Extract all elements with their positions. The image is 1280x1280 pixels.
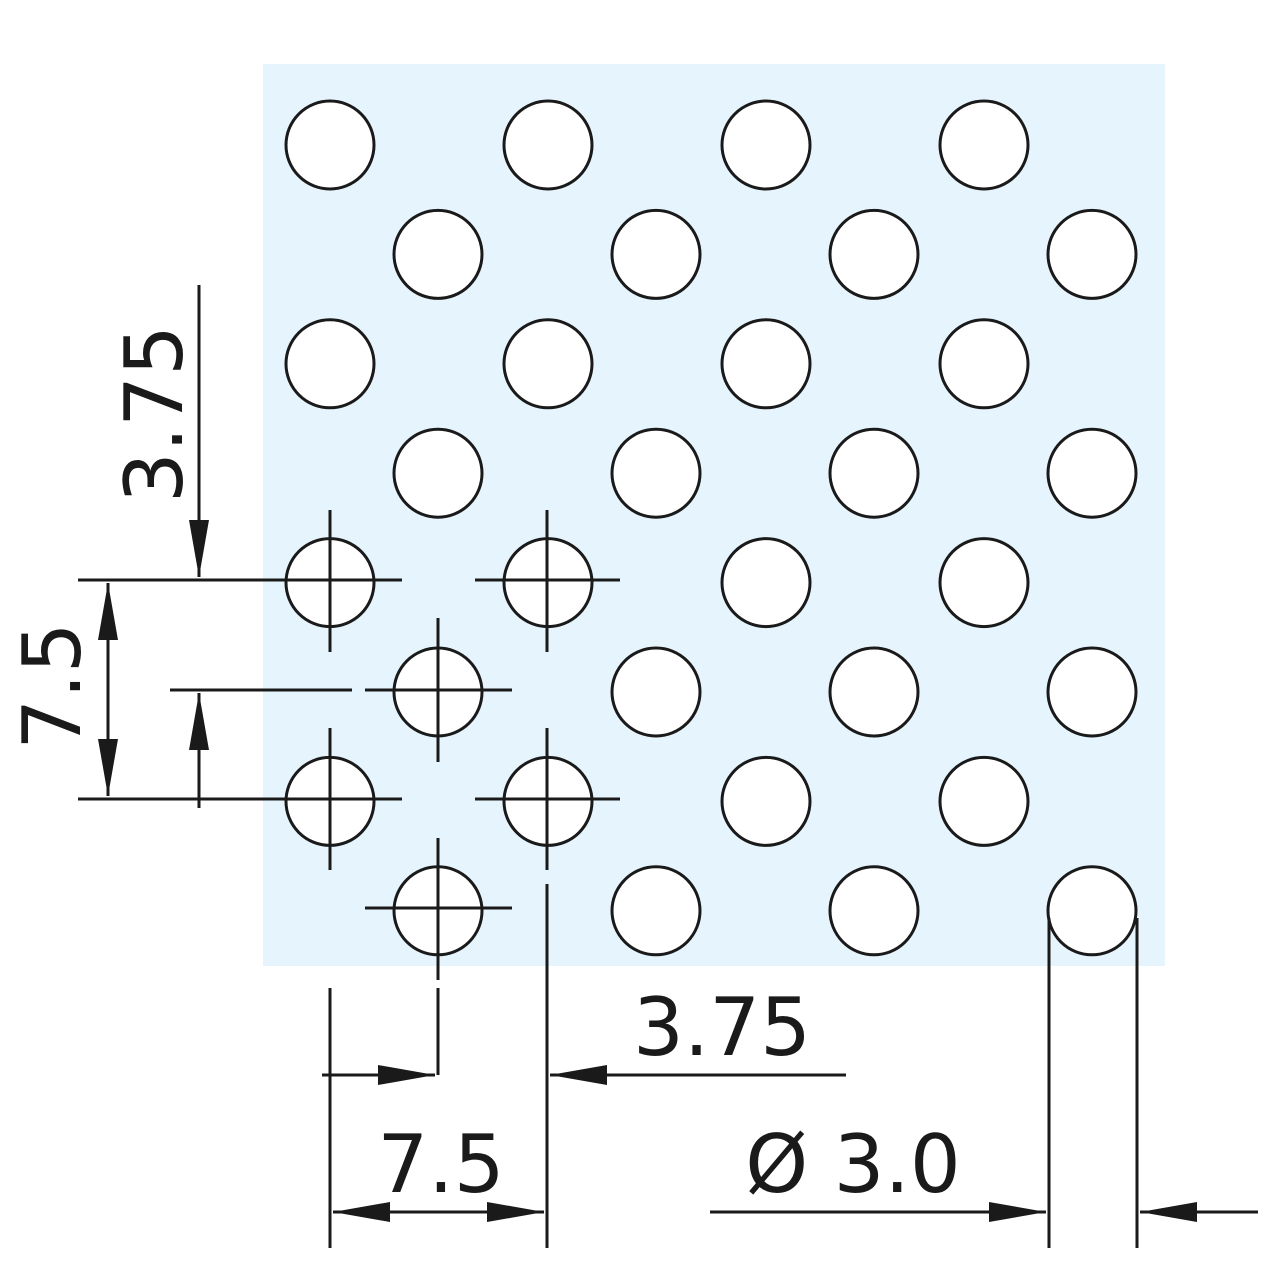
arrowhead [550,1065,607,1085]
hole [284,318,376,410]
hole [284,99,376,191]
hole [610,427,702,519]
hole [938,537,1030,629]
arrowhead [189,693,209,750]
arrowhead [1140,1202,1197,1222]
hole [1046,427,1138,519]
hole [828,865,920,957]
hole [938,318,1030,410]
hole [828,208,920,300]
hole [720,318,812,410]
hole [720,537,812,629]
arrowhead [98,739,118,796]
hole [610,208,702,300]
hole [392,427,484,519]
hole [1046,865,1138,957]
vertical-pitch-label: 7.5 [6,622,99,749]
arrowhead [333,1202,390,1222]
hole [392,208,484,300]
hole [828,427,920,519]
hole [828,646,920,738]
center-marks [260,510,620,980]
hole [938,99,1030,191]
arrowhead [98,583,118,640]
hole [720,755,812,847]
hole [938,755,1030,847]
horizontal-offset-label: 3.75 [633,981,811,1074]
arrowhead [487,1202,544,1222]
arrowhead [989,1202,1046,1222]
hole [502,99,594,191]
arrowhead [378,1065,435,1085]
plate-background [263,64,1165,966]
vertical-offset-label: 3.75 [108,325,201,503]
hole [1046,208,1138,300]
horizontal-pitch-label: 7.5 [377,1118,504,1211]
hole [1046,646,1138,738]
arrowhead [189,520,209,577]
hole [610,865,702,957]
hole [720,99,812,191]
dimension-arrows [98,520,1197,1222]
hole [610,646,702,738]
diameter-label: Ø 3.0 [745,1118,961,1211]
hole [502,318,594,410]
